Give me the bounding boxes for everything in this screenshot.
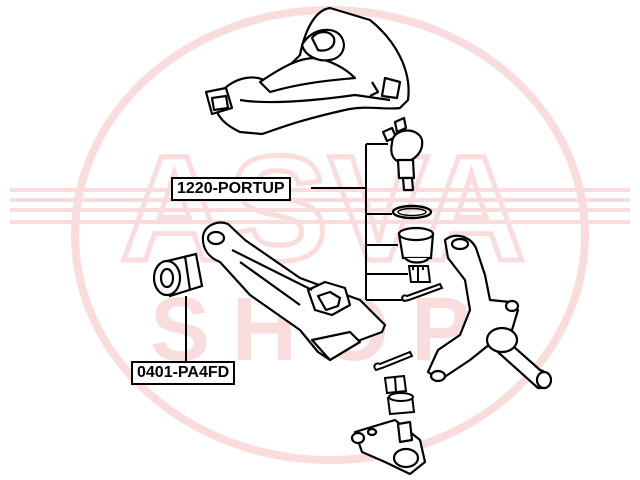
- part-number-label-upper: 1220-PORTUP: [171, 177, 291, 201]
- snap-ring: [391, 204, 433, 220]
- upper-kit-bracket: [311, 143, 408, 301]
- lower-castle-nut: [383, 374, 408, 395]
- dust-boot: [397, 226, 435, 264]
- lower-dust-boot: [386, 392, 416, 416]
- lower-control-arm: [201, 221, 387, 362]
- snap-ring-inner: [397, 207, 427, 217]
- upper-ball-joint: [381, 116, 424, 192]
- castle-nut: [407, 265, 432, 283]
- lower-cotter-pin: [373, 350, 414, 372]
- upper-control-arm: [204, 6, 410, 136]
- lower-arm-bushing: [152, 252, 204, 298]
- lower-ball-joint: [350, 418, 427, 476]
- steering-knuckle: [426, 234, 553, 390]
- part-number-label-lower: 0401-PA4FD: [131, 361, 236, 385]
